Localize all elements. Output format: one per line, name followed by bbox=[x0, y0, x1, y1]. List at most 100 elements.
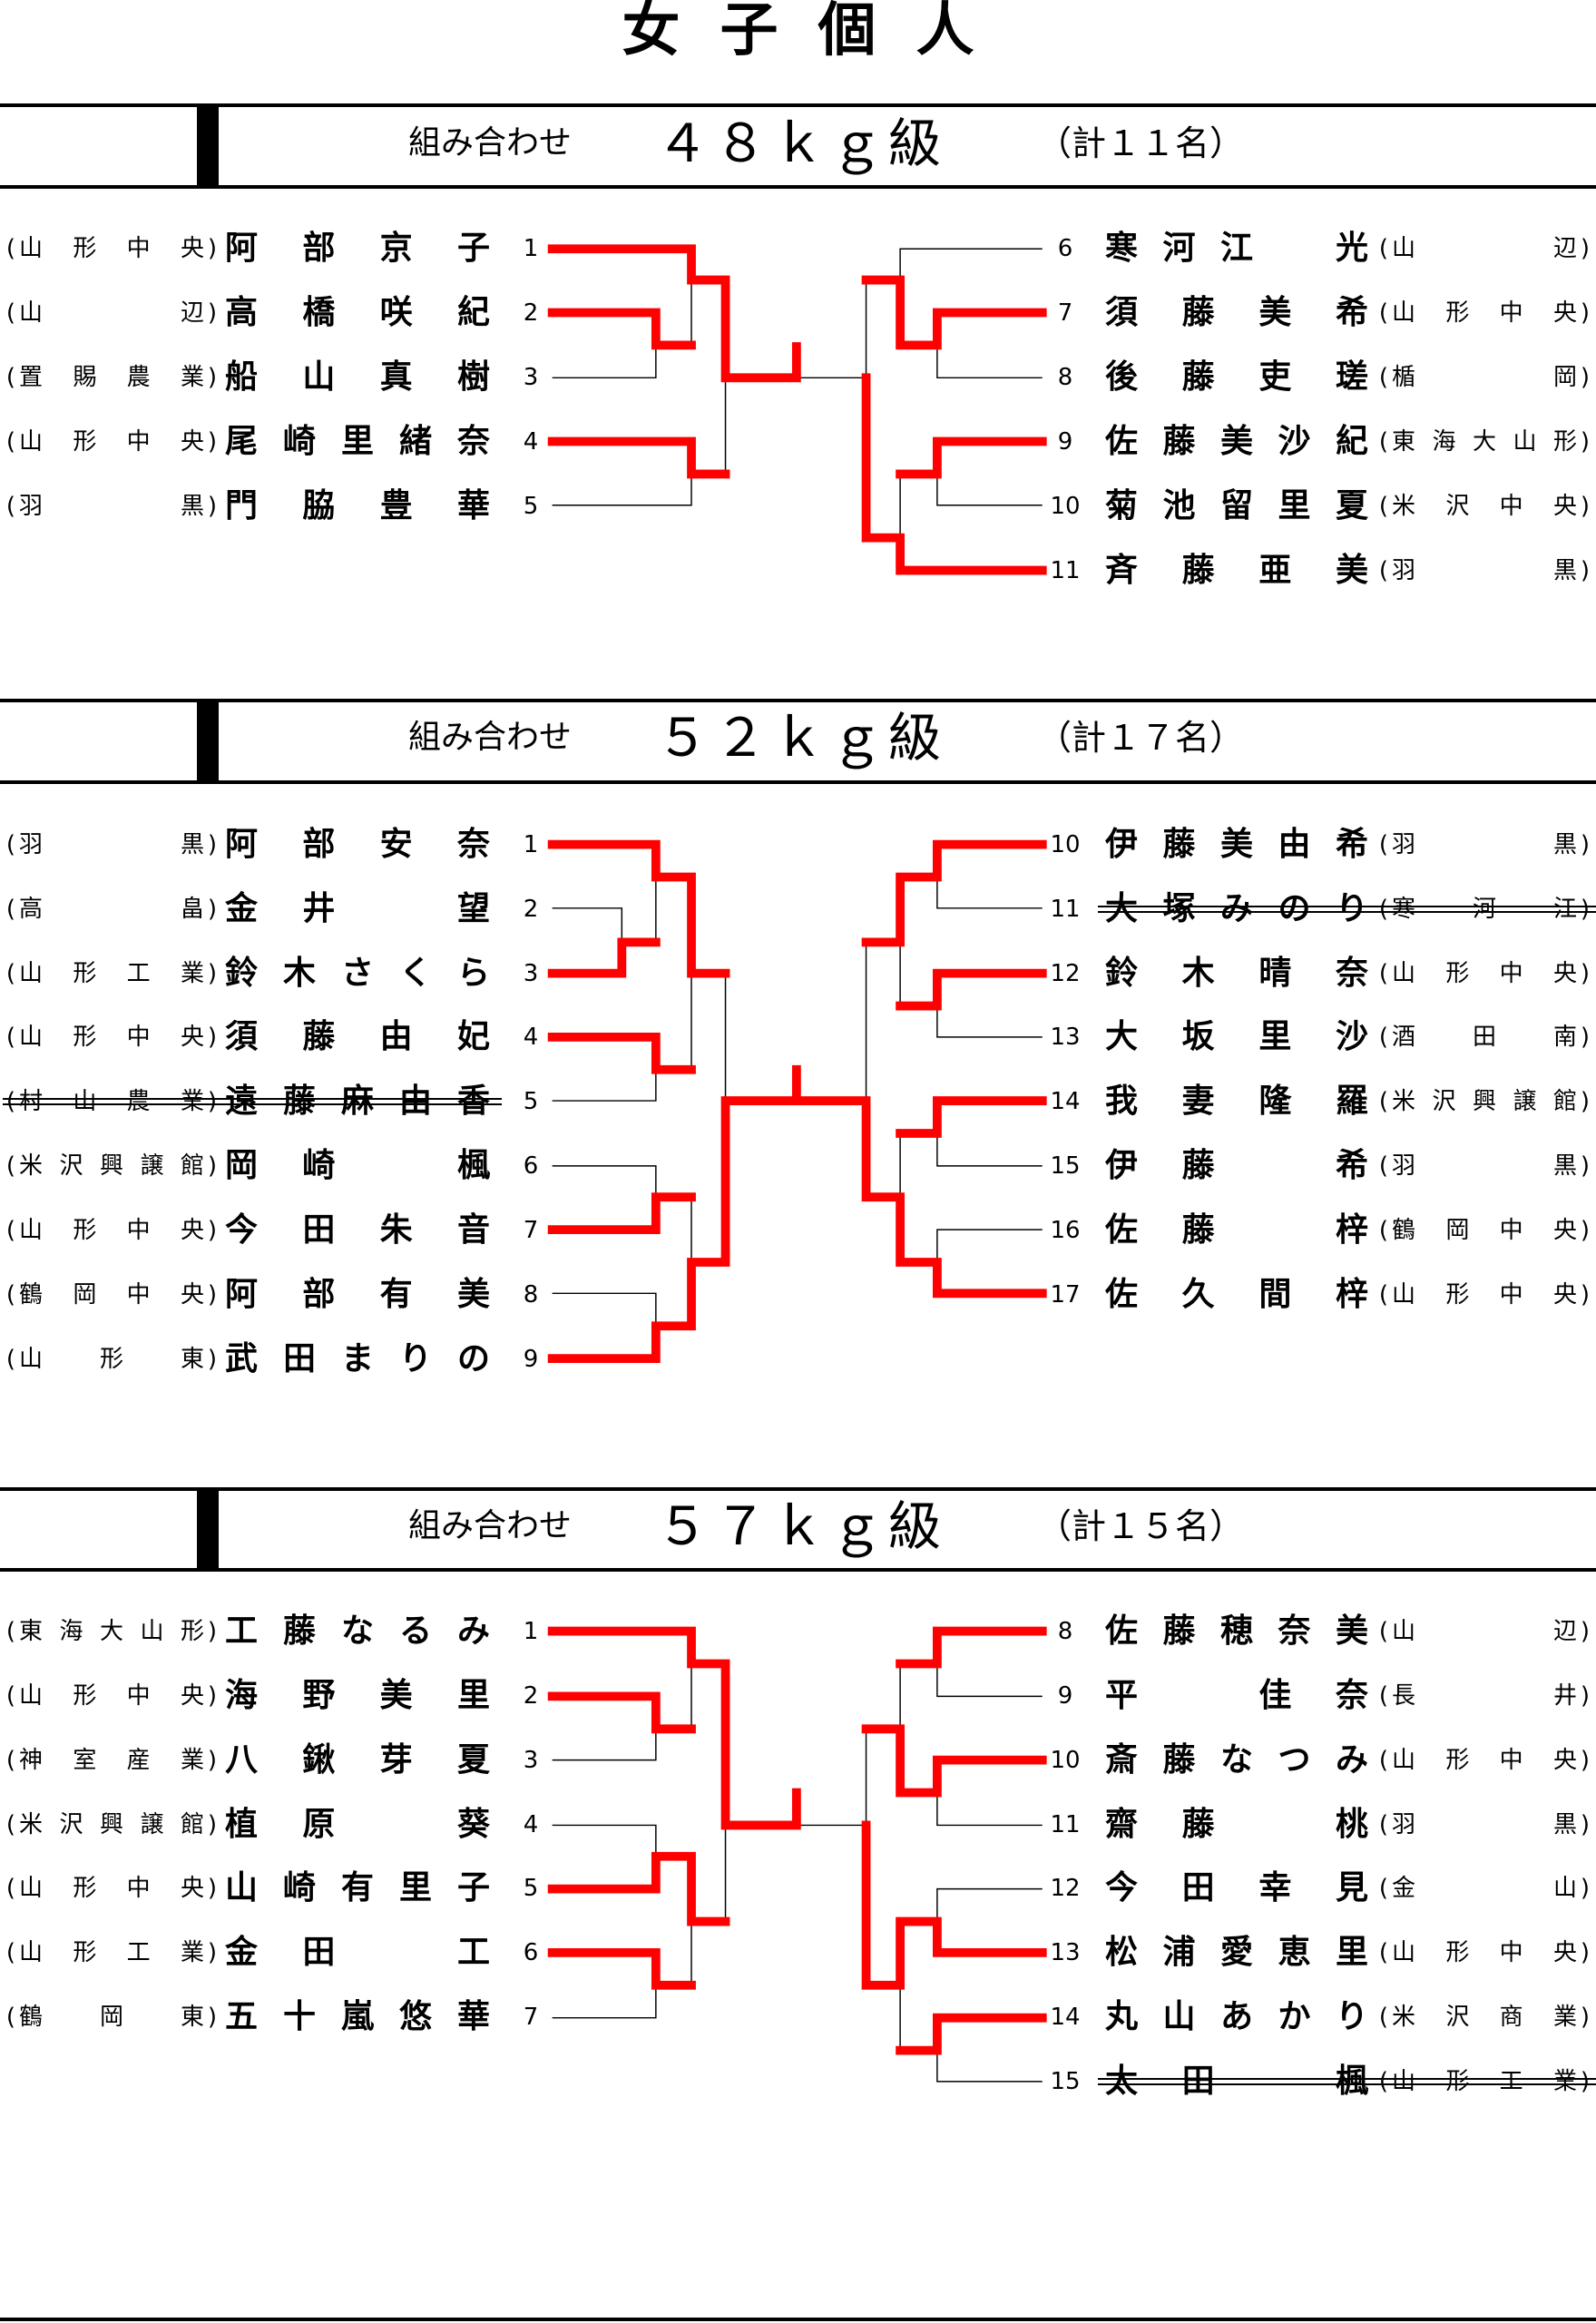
glyph: 中 bbox=[1499, 1217, 1523, 1245]
glyph: 央 bbox=[1552, 959, 1577, 987]
school-name: (金山) bbox=[1376, 1866, 1593, 1911]
glyph: 京 bbox=[379, 230, 413, 268]
glyph: ) bbox=[1580, 235, 1591, 263]
player-name: 佐久間梓 bbox=[1105, 1272, 1368, 1318]
glyph: 形 bbox=[99, 1345, 123, 1373]
glyph-row: 武田まりの bbox=[225, 1337, 490, 1382]
glyph: 沙 bbox=[1335, 1018, 1368, 1056]
player-name: 植原 葵 bbox=[225, 1802, 490, 1848]
school-name: (鶴岡中央) bbox=[3, 1272, 220, 1318]
glyph: ) bbox=[207, 830, 218, 858]
glyph: 愛 bbox=[1219, 1934, 1253, 1972]
glyph: 麻 bbox=[340, 1083, 374, 1121]
glyph: 伊 bbox=[1105, 1147, 1139, 1185]
school-name: (山形中央) bbox=[3, 419, 220, 465]
glyph: の bbox=[1278, 889, 1311, 927]
glyph: 山 bbox=[1392, 1617, 1416, 1645]
player-name: 我妻隆羅 bbox=[1105, 1079, 1368, 1124]
bracket-line bbox=[552, 877, 1043, 1327]
player-name: 阿部安奈 bbox=[225, 822, 490, 867]
glyph: ) bbox=[207, 1345, 218, 1373]
glyph: ( bbox=[1378, 2004, 1389, 2032]
glyph: 形 bbox=[1445, 2068, 1470, 2096]
glyph: ( bbox=[5, 1875, 16, 1903]
glyph: 齋 bbox=[1105, 1805, 1139, 1843]
glyph-row: 阿部京子 bbox=[225, 226, 490, 271]
glyph-row: 松浦愛恵里 bbox=[1105, 1930, 1368, 1975]
glyph: 田 bbox=[282, 1339, 316, 1377]
glyph: 鍬 bbox=[302, 1740, 336, 1779]
seed-number: 13 bbox=[1050, 1024, 1081, 1052]
school-name: (山形中央) bbox=[1376, 951, 1593, 996]
glyph: 沢 bbox=[1445, 2004, 1470, 2032]
glyph: 江 bbox=[1219, 230, 1253, 268]
player-name: 武田まりの bbox=[225, 1337, 490, 1382]
glyph-row: 佐久間梓 bbox=[1105, 1272, 1368, 1318]
glyph: 阿 bbox=[225, 1275, 259, 1313]
glyph: 東 bbox=[1392, 427, 1416, 456]
glyph-row: 鈴木晴奈 bbox=[1105, 951, 1368, 996]
entrant-count: （計１５名） bbox=[1036, 1506, 1245, 1546]
glyph-row: 植原 葵 bbox=[225, 1802, 490, 1848]
glyph: 中 bbox=[1499, 299, 1523, 328]
glyph-row: 佐藤 梓 bbox=[1105, 1208, 1368, 1253]
glyph: 寒 bbox=[1105, 230, 1139, 268]
glyph: 辺 bbox=[1552, 1617, 1577, 1645]
glyph-row: 斎藤なつみ bbox=[1105, 1738, 1368, 1783]
school-name: (山形中央) bbox=[1376, 1272, 1593, 1318]
glyph-row: 八鍬芽夏 bbox=[225, 1738, 490, 1783]
player-name: 今田幸見 bbox=[1105, 1866, 1368, 1911]
glyph: 置 bbox=[19, 364, 44, 392]
glyph: 有 bbox=[340, 1869, 374, 1907]
glyph: 譲 bbox=[140, 1810, 164, 1838]
school-name: (羽黒) bbox=[3, 822, 220, 867]
glyph: 鶴 bbox=[1392, 1217, 1416, 1245]
section-bottom-rule bbox=[0, 185, 1596, 189]
glyph: 菊 bbox=[1105, 486, 1139, 524]
glyph: 大 bbox=[1105, 1018, 1139, 1056]
glyph-row: 山形中央 bbox=[19, 226, 204, 271]
player-name: 山崎有里子 bbox=[225, 1866, 490, 1911]
glyph: ( bbox=[1378, 235, 1389, 263]
seed-number: 8 bbox=[523, 1280, 539, 1309]
glyph: 畠 bbox=[180, 895, 204, 923]
glyph: 央 bbox=[180, 1875, 204, 1903]
glyph: ) bbox=[1580, 299, 1591, 328]
glyph: 羽 bbox=[19, 492, 44, 520]
seed-number: 14 bbox=[1050, 1088, 1081, 1116]
glyph: 後 bbox=[1105, 358, 1139, 397]
glyph: 央 bbox=[1552, 1280, 1577, 1309]
glyph: 木 bbox=[282, 954, 316, 992]
glyph: 阿 bbox=[225, 825, 259, 863]
player-name: 佐藤穂奈美 bbox=[1105, 1609, 1368, 1654]
glyph: 奈 bbox=[1335, 1676, 1368, 1714]
glyph: ( bbox=[1378, 1810, 1389, 1838]
glyph: く bbox=[398, 954, 432, 992]
school-name: (置賜農業) bbox=[3, 355, 220, 400]
glyph: 山 bbox=[225, 1869, 259, 1907]
glyph: 恵 bbox=[1278, 1934, 1311, 1972]
seed-number: 9 bbox=[1057, 427, 1073, 456]
glyph-row: 鶴岡東 bbox=[19, 1995, 204, 2040]
school-name: (山形中央) bbox=[3, 1673, 220, 1719]
bracket-line bbox=[552, 248, 1043, 538]
glyph: 金 bbox=[225, 889, 259, 927]
glyph: り bbox=[1335, 1998, 1368, 2036]
glyph: 形 bbox=[73, 427, 97, 456]
player-name: 高橋咲紀 bbox=[225, 290, 490, 336]
school-name: (羽黒) bbox=[1376, 548, 1593, 593]
seed-number: 5 bbox=[523, 492, 539, 520]
glyph: ) bbox=[207, 427, 218, 456]
glyph: 悠 bbox=[398, 1998, 432, 2036]
glyph: 村 bbox=[19, 1088, 44, 1116]
glyph-row: 金井 望 bbox=[225, 887, 490, 932]
entrant-count: （計１７名） bbox=[1036, 718, 1245, 758]
glyph: ) bbox=[1580, 1746, 1591, 1774]
